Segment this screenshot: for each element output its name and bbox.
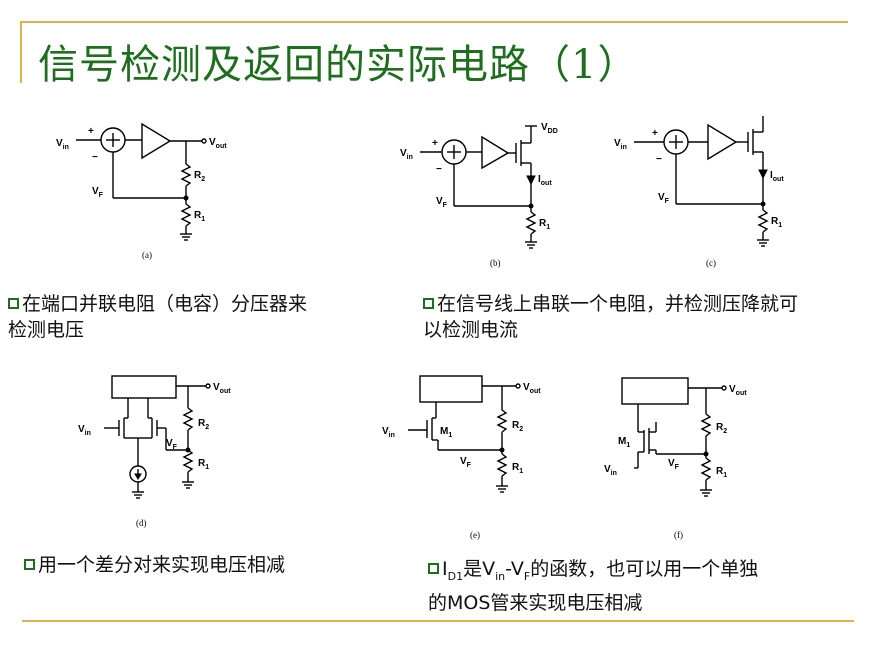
amp-c (707, 123, 738, 161)
amplifier-block-e (419, 375, 483, 403)
svg-text:VF: VF (92, 186, 104, 199)
bullet-box-icon (428, 563, 439, 574)
amp-b (481, 135, 510, 170)
resistor-r1-e (496, 453, 508, 477)
resistor-r2-a (180, 163, 192, 187)
svg-text:R1: R1 (194, 210, 205, 223)
svg-text:R2: R2 (512, 420, 523, 433)
svg-text:−: − (436, 164, 442, 175)
svg-text:R1: R1 (716, 466, 727, 479)
svg-text:Vout: Vout (729, 384, 747, 397)
svg-text:R2: R2 (716, 422, 727, 435)
svg-text:VF: VF (166, 438, 178, 451)
svg-text:+: + (88, 126, 94, 137)
svg-text:VF: VF (668, 458, 680, 471)
svg-text:−: − (92, 152, 98, 163)
svg-text:R1: R1 (512, 462, 523, 475)
bullet-box-icon (24, 559, 35, 570)
resistor-r1-a (180, 203, 192, 227)
resistor-r2-e (496, 409, 508, 433)
circuit-c: Vin + − Iout VF R1 (c) (614, 116, 784, 268)
bullet-box-icon (423, 298, 434, 309)
caption-voltage-divider: 在端口并联电阻（电容）分压器来 检测电压 (8, 293, 308, 341)
resistor-r1-c (757, 209, 769, 233)
svg-text:VF: VF (436, 196, 448, 209)
bottom-rule (22, 620, 854, 622)
svg-text:Vout: Vout (523, 382, 541, 395)
resistor-r1-f (700, 457, 712, 481)
svg-text:−: − (656, 154, 662, 165)
resistor-r2-f (700, 413, 712, 437)
label-e: (e) (470, 530, 480, 540)
svg-text:Vin: Vin (56, 138, 69, 151)
caption-single-mos: ID1是Vin-VF的函数，也可以用一个单独 的MOS管来实现电压相减 (428, 558, 759, 614)
svg-text:VF: VF (658, 192, 670, 205)
svg-text:M1: M1 (618, 436, 630, 449)
svg-text:Vin: Vin (78, 424, 91, 437)
svg-text:Vin: Vin (614, 138, 627, 151)
svg-text:R2: R2 (198, 418, 209, 431)
caption-series-resistor: 在信号线上串联一个电阻，并检测压降就可 以检测电流 (423, 293, 799, 341)
circuit-a: Vin + − Vout R2 VF R1 (a) (56, 122, 227, 260)
svg-text:Vin: Vin (382, 426, 395, 439)
svg-text:VDD: VDD (541, 122, 558, 135)
circuit-b: Vin + − VDD Iout VF R1 (b) (400, 122, 558, 268)
svg-text:R1: R1 (198, 458, 209, 471)
bullet-box-icon (8, 298, 19, 309)
svg-text:Vin: Vin (604, 464, 617, 477)
amplifier-block-d (111, 375, 177, 399)
circuit-d: Vout R2 R1 Vin VF (d) (78, 375, 231, 528)
slide-title: 信号检测及返回的实际电路（1） (38, 42, 639, 88)
resistor-r1-d (182, 449, 194, 473)
label-b: (b) (490, 258, 501, 268)
label-a: (a) (142, 250, 152, 260)
svg-text:Vin: Vin (400, 148, 413, 161)
circuit-e: Vout R2 R1 Vin M1 VF (e) (382, 375, 541, 540)
label-c: (c) (706, 258, 716, 268)
amplifier-block-f (621, 377, 689, 405)
svg-text:VF: VF (460, 456, 472, 469)
svg-text:+: + (652, 128, 658, 139)
resistor-r2-d (182, 407, 194, 431)
svg-text:Vout: Vout (209, 137, 227, 150)
left-accent-bar (20, 21, 22, 83)
caption-differential-pair: 用一个差分对来实现电压相减 (24, 552, 404, 578)
top-rule (22, 21, 848, 23)
svg-text:Iout: Iout (538, 174, 552, 187)
svg-text:Iout: Iout (770, 170, 784, 183)
svg-text:R1: R1 (539, 218, 550, 231)
label-f: (f) (674, 530, 683, 540)
svg-text:R2: R2 (194, 170, 205, 183)
svg-text:Vout: Vout (213, 382, 231, 395)
svg-text:M1: M1 (440, 426, 452, 439)
amp-a (141, 122, 172, 160)
resistor-r1-b (525, 211, 537, 235)
svg-text:+: + (432, 138, 438, 149)
label-d: (d) (136, 518, 147, 528)
circuit-f: Vout R2 R1 M1 Vin VF (f) (604, 377, 747, 540)
svg-text:R1: R1 (771, 216, 782, 229)
